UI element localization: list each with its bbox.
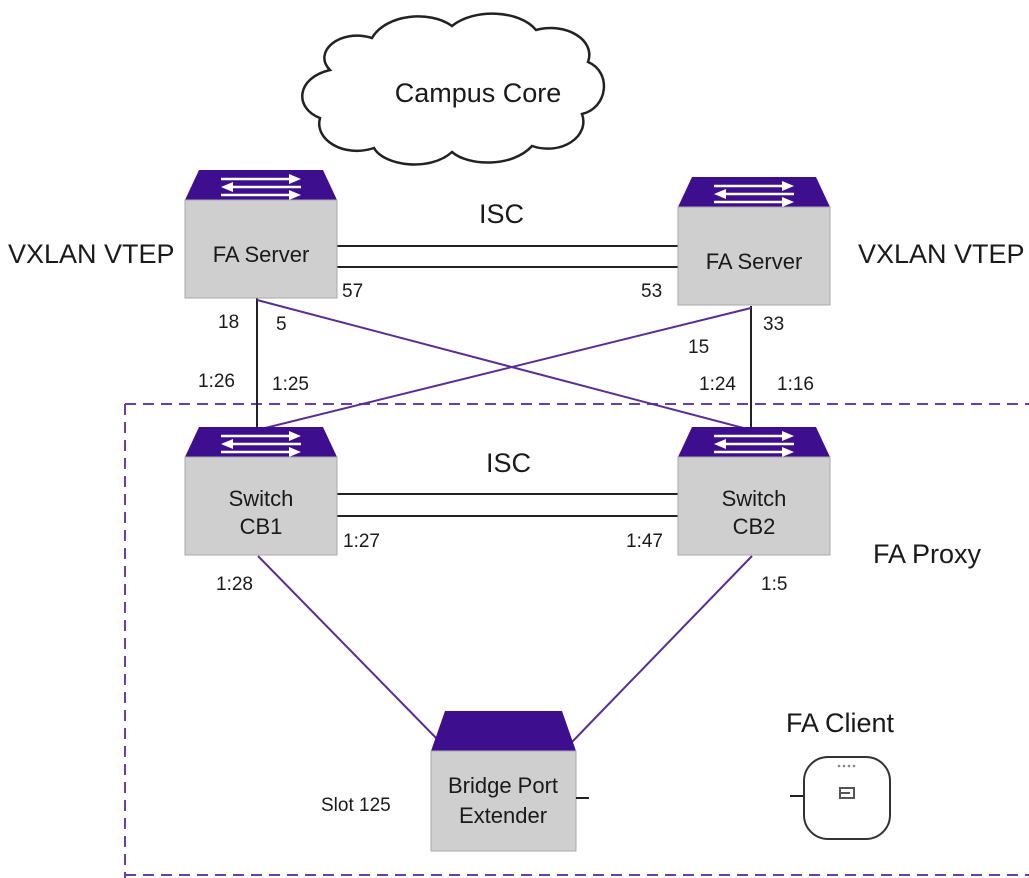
port-53: 53 [641,281,662,302]
port-1-25: 1:25 [272,374,309,395]
fa-server-left: FA Server [183,168,339,299]
bpe-line1: Bridge Port [448,773,558,798]
switch-cb1-line1: Switch [229,486,294,511]
bpe-line2: Extender [459,803,547,828]
slot-label: Slot 125 [321,795,391,816]
fa-proxy-boundary [124,403,1029,878]
links [256,245,753,743]
fa-client-label: FA Client [786,708,895,738]
port-1-28: 1:28 [216,574,253,595]
port-57: 57 [342,281,363,302]
fa-server-right: FA Server [676,175,832,306]
link-cb1-bpe [257,555,441,743]
cloud-label: Campus Core [395,78,562,108]
port-33: 33 [763,314,784,335]
port-15: 15 [688,337,709,358]
link-server-right-cb1 [256,307,752,431]
port-1-24: 1:24 [699,374,736,395]
port-1-27: 1:27 [343,531,380,552]
bridge-port-extender: Bridge Port Extender [430,711,589,852]
switch-cb2-line2: CB2 [733,514,776,539]
port-1-16: 1:16 [777,374,814,395]
link-server-left-cb2 [256,299,752,431]
isc-mid-label: ISC [486,448,531,478]
fa-server-left-label: FA Server [213,242,310,267]
switch-cb1: Switch CB1 [183,425,339,556]
vtep-left-label: VXLAN VTEP [8,239,175,269]
port-1-26: 1:26 [198,371,235,392]
port-18: 18 [218,312,239,333]
switch-cb2: Switch CB2 [676,425,832,556]
isc-top-label: ISC [479,199,524,229]
switch-cb1-line2: CB1 [240,514,283,539]
access-point-icon [790,756,891,840]
port-1-47: 1:47 [626,531,663,552]
port-1-5: 1:5 [761,574,787,595]
switch-cb2-line1: Switch [722,486,787,511]
fa-server-right-label: FA Server [706,249,803,274]
vtep-right-label: VXLAN VTEP [858,239,1025,269]
campus-core-cloud: Campus Core [301,12,605,166]
port-5: 5 [276,314,287,335]
fa-proxy-label: FA Proxy [873,539,982,569]
link-cb2-bpe [571,555,753,743]
